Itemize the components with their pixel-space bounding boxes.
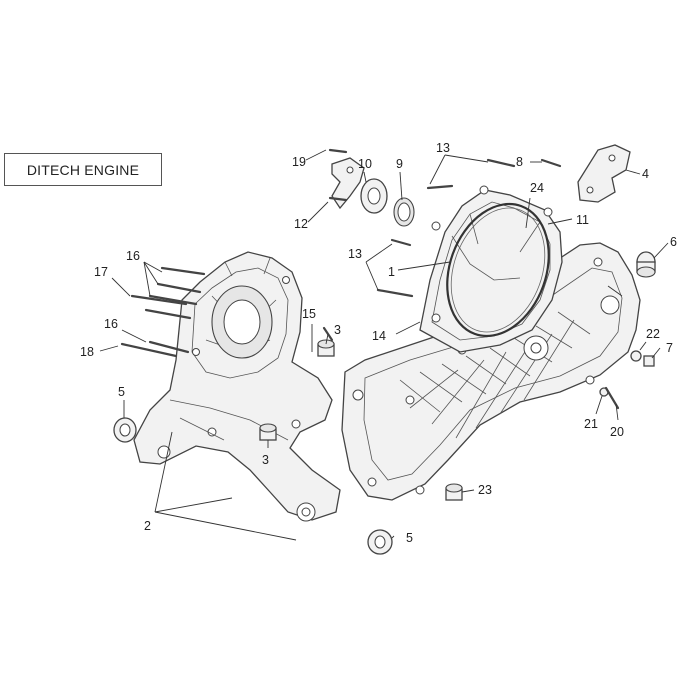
part-19-bracket <box>331 157 365 210</box>
part-10-bearing <box>360 178 388 214</box>
part-22-washer <box>630 350 642 362</box>
part-4-plate <box>577 144 631 203</box>
callout-13-top: 13 <box>436 141 450 155</box>
callout-23: 23 <box>478 483 492 497</box>
callout-16-top: 16 <box>126 249 140 263</box>
cover-gasket <box>446 202 550 338</box>
callout-8: 8 <box>516 155 523 169</box>
part-3-bushing-upper <box>317 339 335 357</box>
callout-2: 2 <box>144 519 151 533</box>
part-9-seal <box>393 197 415 227</box>
callout-7: 7 <box>666 341 673 355</box>
callout-15: 15 <box>302 307 316 321</box>
callout-4: 4 <box>642 167 649 181</box>
callout-6: 6 <box>670 235 677 249</box>
callout-11: 11 <box>576 213 589 227</box>
callout-5-bottom: 5 <box>406 531 413 545</box>
callout-24: 24 <box>530 181 544 195</box>
callout-17: 17 <box>94 265 108 279</box>
part-5-bearing-left <box>113 417 137 443</box>
callout-22: 22 <box>646 327 660 341</box>
callout-10: 10 <box>358 157 372 171</box>
callout-3-lower: 3 <box>262 453 269 467</box>
callout-12: 12 <box>294 217 308 231</box>
callout-16-lower: 16 <box>104 317 118 331</box>
callout-5-left: 5 <box>118 385 125 399</box>
bolts <box>120 148 620 410</box>
crankcase-right <box>341 242 641 501</box>
leader-lines <box>99 149 669 541</box>
callout-21: 21 <box>584 417 598 431</box>
callout-3-upper: 3 <box>334 323 341 337</box>
part-5-bearing-bottom <box>367 529 393 555</box>
callout-9: 9 <box>396 157 403 171</box>
callout-14: 14 <box>372 329 386 343</box>
crankcase-left <box>133 251 341 522</box>
part-6-bushing <box>636 251 656 278</box>
part-3-bushing-lower <box>259 423 277 441</box>
part-23-bushing <box>445 483 463 501</box>
callout-18: 18 <box>80 345 94 359</box>
callout-1: 1 <box>388 265 395 279</box>
diagram-title: DITECH ENGINE <box>4 153 162 186</box>
callout-13-left: 13 <box>348 247 362 261</box>
part-7-nut <box>643 355 655 367</box>
callout-labels: 19 12 10 9 13 8 4 24 11 13 1 14 6 22 7 2… <box>80 141 677 545</box>
callout-20: 20 <box>610 425 624 439</box>
callout-19: 19 <box>292 155 306 169</box>
